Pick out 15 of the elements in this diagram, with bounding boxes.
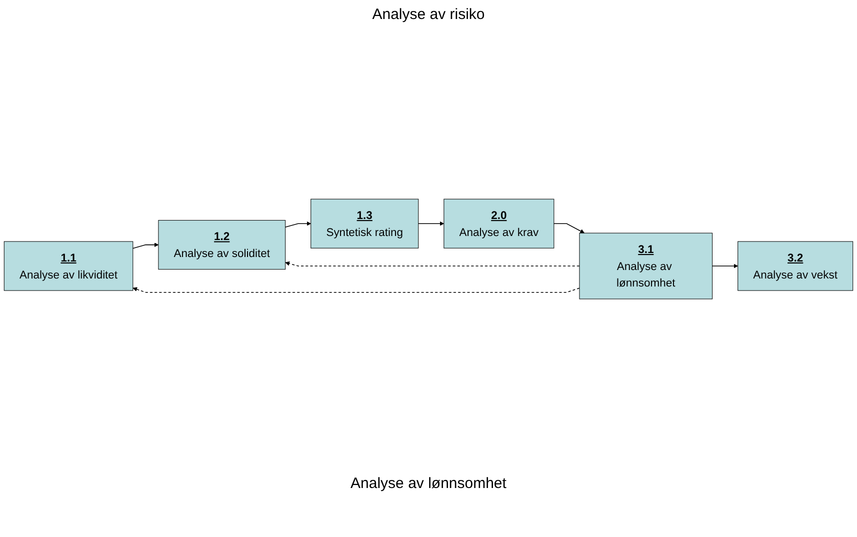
arrow: [132, 242, 159, 249]
node-box: 1.1 Analyse av likviditet: [4, 241, 134, 291]
node-box: 3.1 Analyse av lønnsomhet: [579, 232, 713, 300]
node-box: 1.2 Analyse av soliditet: [158, 220, 286, 270]
node-box: 3.2 Analyse av vekst: [738, 241, 854, 291]
node-box: 1.3 Syntetisk rating: [310, 198, 419, 248]
arrow: [285, 261, 580, 266]
arrow: [712, 264, 738, 268]
arrow: [132, 287, 580, 293]
node-box: 2.0 Analyse av krav: [444, 198, 554, 248]
section-label: Analyse av lønnsomhet: [350, 475, 508, 492]
arrow: [554, 223, 585, 234]
arrow: [284, 221, 312, 228]
arrow: [418, 221, 444, 226]
section-label: Analyse av risiko: [371, 6, 486, 23]
